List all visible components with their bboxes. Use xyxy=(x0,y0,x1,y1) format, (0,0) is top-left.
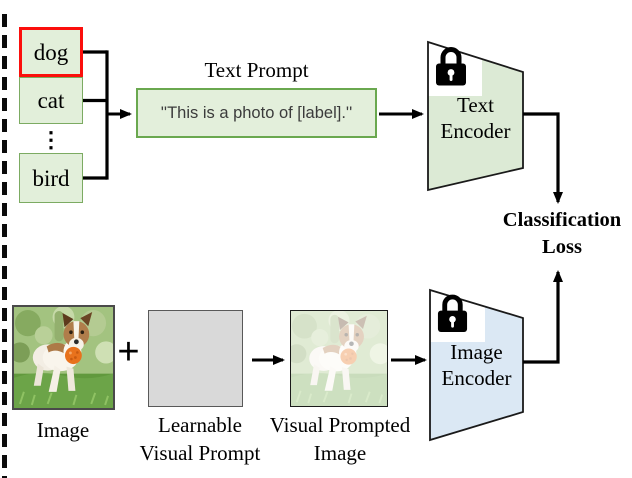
class-box-bird: bird xyxy=(19,153,83,203)
class-connector-lines xyxy=(83,50,109,180)
learnable-visual-prompt-caption: Learnable Visual Prompt xyxy=(139,413,261,465)
faded-dog-photo-illustration xyxy=(291,311,387,406)
text-prompt-box: ''This is a photo of [label].'' xyxy=(136,88,377,138)
lock-icon xyxy=(438,297,467,332)
class-box-cat: cat xyxy=(19,77,83,124)
image-encoder-label: Image Encoder xyxy=(441,340,512,390)
text-prompt-text: ''This is a photo of [label].'' xyxy=(160,103,353,122)
input-image xyxy=(12,305,115,410)
learnable-visual-prompt-box xyxy=(148,310,243,407)
classification-loss-label: Classification Loss xyxy=(502,209,622,258)
text-prompt-title: Text Prompt xyxy=(204,58,309,82)
arrow-text-encoder-to-loss xyxy=(523,112,563,204)
text-encoder-label: Text Encoder xyxy=(440,93,511,143)
class-box-dog: dog xyxy=(19,27,83,77)
class-label-bird: bird xyxy=(32,165,70,191)
class-list-ellipsis: ⋮ xyxy=(40,127,62,152)
visual-prompted-image xyxy=(290,310,388,407)
dog-photo-illustration xyxy=(14,307,113,408)
lock-icon xyxy=(436,50,466,86)
arrow-image-encoder-to-loss xyxy=(523,270,563,364)
plus-sign: + xyxy=(117,330,140,373)
class-label-cat: cat xyxy=(37,88,65,113)
input-image-caption: Image xyxy=(36,418,90,442)
figure-left-dashed-border xyxy=(2,14,7,478)
class-label-dog: dog xyxy=(33,39,69,65)
visual-prompted-image-caption: Visual Prompted Image xyxy=(269,413,411,465)
